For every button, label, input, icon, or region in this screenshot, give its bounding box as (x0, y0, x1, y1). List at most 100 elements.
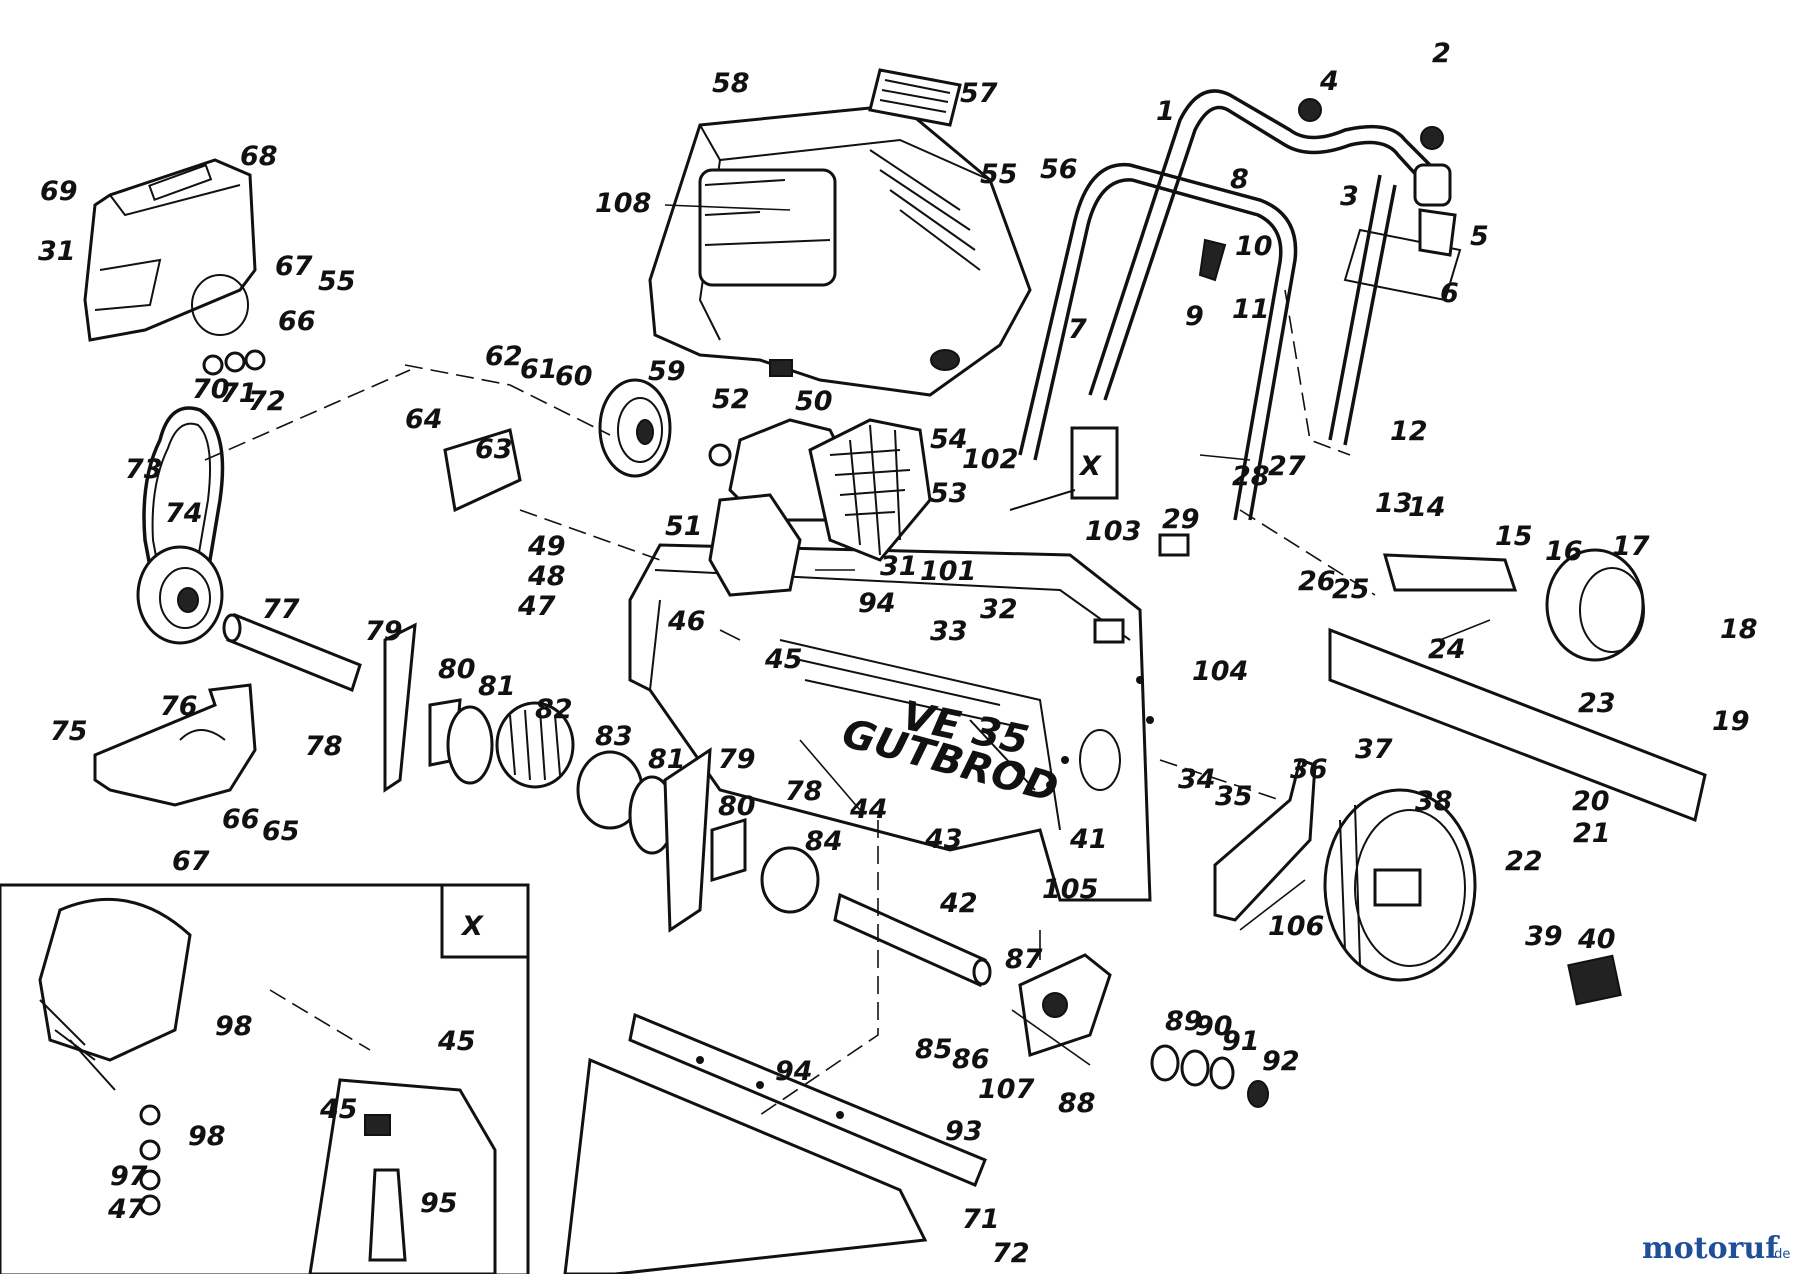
part-label: 48 (527, 561, 566, 592)
part-label: 75 (50, 716, 88, 747)
part-label: 44 (849, 794, 888, 825)
part-label: 55 (980, 159, 1018, 190)
part-label: 45 (437, 1026, 476, 1057)
part-number-labels: 1 2 3 4 5 6 7 8 9 10 11 12 13 14 15 16 1… (38, 38, 1758, 1269)
part-label: 34 (1178, 764, 1216, 795)
part-label: 46 (667, 606, 706, 637)
part-label: 1 (1156, 96, 1175, 127)
part-label: 24 (1428, 634, 1466, 665)
part-label: 60 (555, 361, 593, 392)
bracket-76 (93, 683, 257, 807)
part-label: 57 (960, 78, 998, 109)
part-label: 18 (1720, 614, 1758, 645)
inset-label: X (460, 911, 484, 942)
part-label: 54 (930, 424, 968, 455)
watermark: motoruf .de (1642, 1231, 1790, 1266)
part-label: 73 (125, 454, 163, 485)
part-label: 20 (1572, 786, 1610, 817)
part-label: 27 (1268, 451, 1306, 482)
part-label: 77 (262, 594, 300, 625)
part-label: 3 (1340, 181, 1359, 212)
part-label: 72 (248, 386, 286, 417)
part-label: 101 (920, 556, 976, 587)
part-label: 40 (1577, 924, 1616, 955)
part-label: 68 (240, 141, 278, 172)
leader-lines (664, 204, 1491, 1066)
part-label: 85 (915, 1034, 953, 1065)
wheel-38 (1323, 788, 1477, 982)
part-label: 14 (1408, 492, 1446, 523)
part-label: 94 (775, 1056, 813, 1087)
part-label: 52 (712, 384, 750, 415)
part-label: 31 (38, 236, 76, 267)
roller-17 (1545, 548, 1645, 662)
part-label: 21 (1573, 818, 1611, 849)
part-label: 108 (595, 188, 651, 219)
part-label: 49 (527, 531, 566, 562)
part-label: 53 (930, 478, 968, 509)
blade-93 (563, 1012, 987, 1274)
part-label: 6 (1440, 278, 1459, 309)
part-label: 79 (365, 616, 403, 647)
part-label: 32 (980, 594, 1018, 625)
part-label: 65 (262, 816, 300, 847)
part-label: 66 (222, 804, 260, 835)
part-label: 38 (1415, 786, 1453, 817)
part-label: 78 (785, 776, 823, 807)
part-label: 15 (1495, 521, 1533, 552)
part-label: 71 (962, 1204, 1000, 1235)
part-label: 45 (764, 644, 803, 675)
part-label: 90 (1195, 1011, 1233, 1042)
pulley-59 (598, 378, 672, 478)
part-label: 79 (718, 744, 756, 775)
watermark-tld: .de (1770, 1247, 1790, 1262)
part-label: 35 (1215, 781, 1253, 812)
part-label: 64 (405, 404, 443, 435)
part-label: 87 (1005, 944, 1043, 975)
pulley-74 (136, 545, 224, 645)
part-label: 69 (40, 176, 78, 207)
part-label: 84 (805, 826, 843, 857)
bar-23 (1328, 627, 1707, 823)
part-label: 97 (110, 1161, 148, 1192)
callout-box-x: X (1009, 426, 1119, 511)
part-label: 61 (520, 354, 558, 385)
rotor-parts (383, 622, 820, 933)
bearing-plate-87 (1018, 953, 1112, 1057)
part-label: 56 (1040, 154, 1078, 185)
part-label: 8 (1230, 164, 1249, 195)
callout-box-label: X (1078, 451, 1102, 482)
part-label: 7 (1068, 314, 1087, 345)
part-label: 36 (1290, 754, 1328, 785)
part-label: 37 (1355, 734, 1393, 765)
part-label: 59 (648, 356, 686, 387)
part-label: 19 (1712, 706, 1750, 737)
part-label: 9 (1185, 301, 1204, 332)
part-label: 4 (1319, 66, 1339, 97)
part-label: 98 (215, 1011, 253, 1042)
part-label: 2 (1432, 38, 1451, 69)
part-label: 88 (1058, 1088, 1096, 1119)
part-label: 92 (1262, 1046, 1300, 1077)
part-label: 55 (318, 266, 356, 297)
part-label: 62 (485, 341, 523, 372)
chassis-deck: VE 35 GUTBROD (628, 543, 1154, 902)
part-label: 66 (278, 306, 316, 337)
part-label: 67 (275, 251, 313, 282)
part-label: 81 (648, 744, 686, 775)
part-label: 50 (795, 386, 833, 417)
bracket-36 (1213, 758, 1317, 922)
part-label: 10 (1235, 231, 1273, 262)
part-label: 17 (1612, 531, 1650, 562)
part-label: 102 (962, 444, 1018, 475)
watermark-brand: motoruf (1642, 1231, 1780, 1266)
part-label: 22 (1505, 846, 1543, 877)
part-label: 63 (475, 434, 513, 465)
part-label: 95 (420, 1188, 458, 1219)
part-label: 28 (1232, 461, 1270, 492)
part-label: 76 (160, 691, 198, 722)
engine-cover (648, 103, 1032, 397)
part-label: 45 (319, 1094, 358, 1125)
part-label: 58 (712, 68, 750, 99)
handle-assembly (1018, 89, 1462, 521)
